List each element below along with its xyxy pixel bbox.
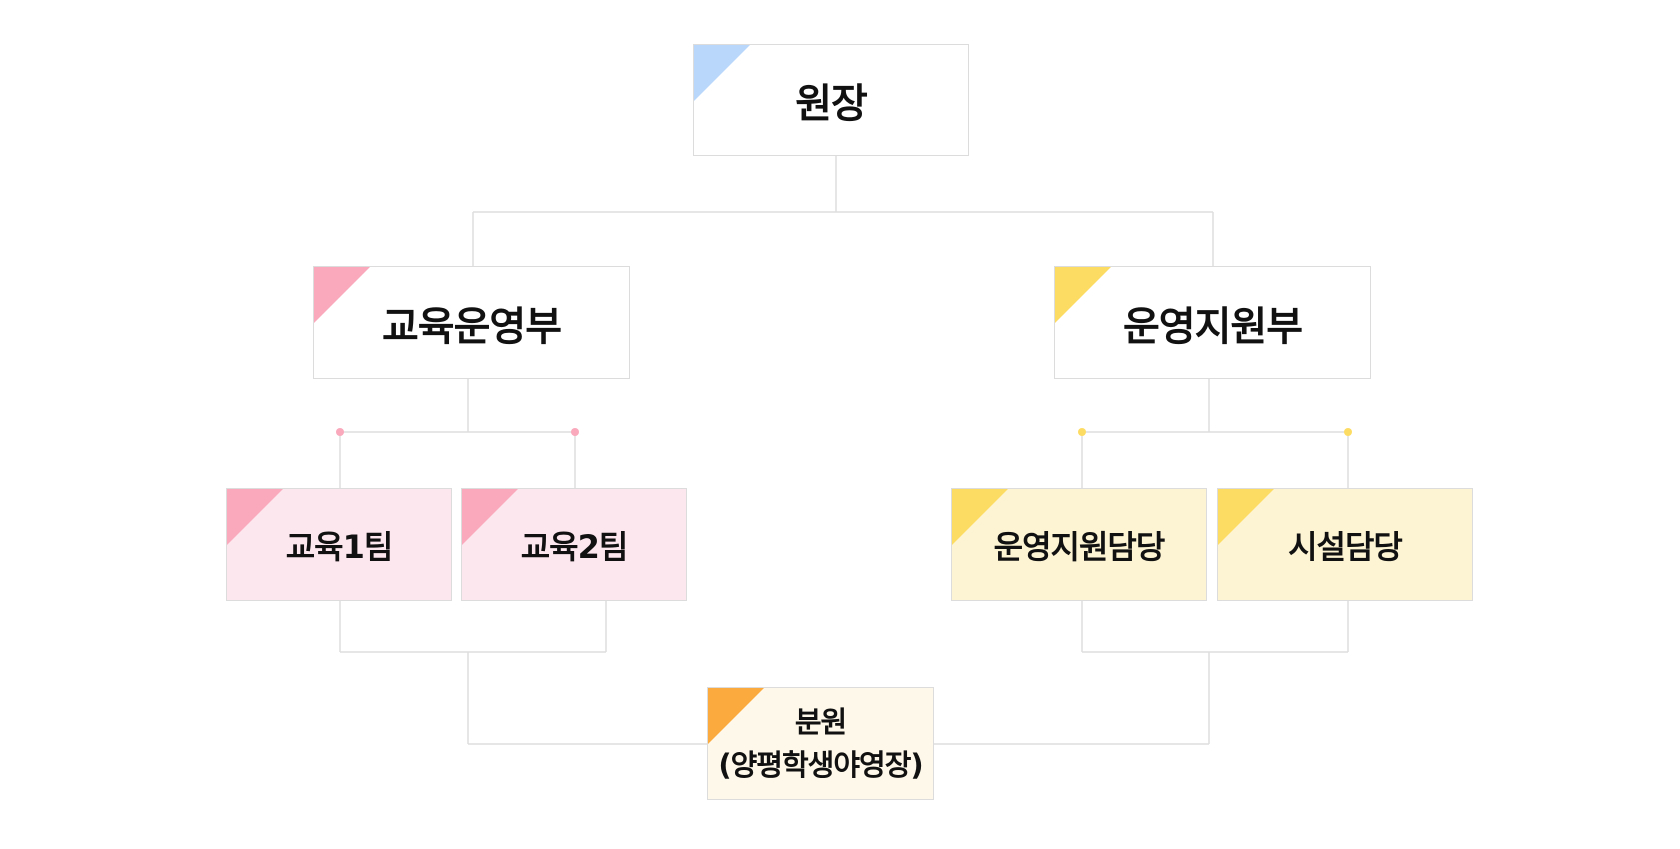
pink-corner-tab	[314, 267, 370, 323]
department-box-education-operations: 교육운영부	[313, 266, 630, 379]
pink-corner-tab	[227, 489, 283, 545]
team-label: 시설담당	[1288, 527, 1403, 566]
blue-corner-tab	[694, 45, 750, 101]
team-box-education-1: 교육1팀	[226, 488, 452, 601]
director-label: 원장	[795, 81, 868, 127]
department-box-operations-support: 운영지원부	[1054, 266, 1371, 379]
branch-label: 분원 (양평학생야영장)	[718, 705, 923, 782]
branch-box: 분원 (양평학생야영장)	[707, 687, 934, 800]
pink-corner-tab	[462, 489, 518, 545]
pink-junction-dot	[571, 428, 579, 436]
yellow-junction-dot	[1078, 428, 1086, 436]
yellow-corner-tab	[1055, 267, 1111, 323]
department-label: 운영지원부	[1123, 303, 1303, 350]
team-label: 교육1팀	[285, 527, 394, 566]
team-box-operations-support: 운영지원담당	[951, 488, 1207, 601]
yellow-corner-tab	[1218, 489, 1274, 545]
director-box: 원장	[693, 44, 969, 156]
pink-junction-dot	[336, 428, 344, 436]
yellow-junction-dot	[1344, 428, 1352, 436]
department-label: 교육운영부	[382, 303, 562, 350]
team-box-facilities: 시설담당	[1217, 488, 1473, 601]
yellow-corner-tab	[952, 489, 1008, 545]
orange-corner-tab	[708, 688, 764, 744]
team-label: 운영지원담당	[993, 527, 1166, 566]
team-box-education-2: 교육2팀	[461, 488, 687, 601]
team-label: 교육2팀	[520, 527, 629, 566]
